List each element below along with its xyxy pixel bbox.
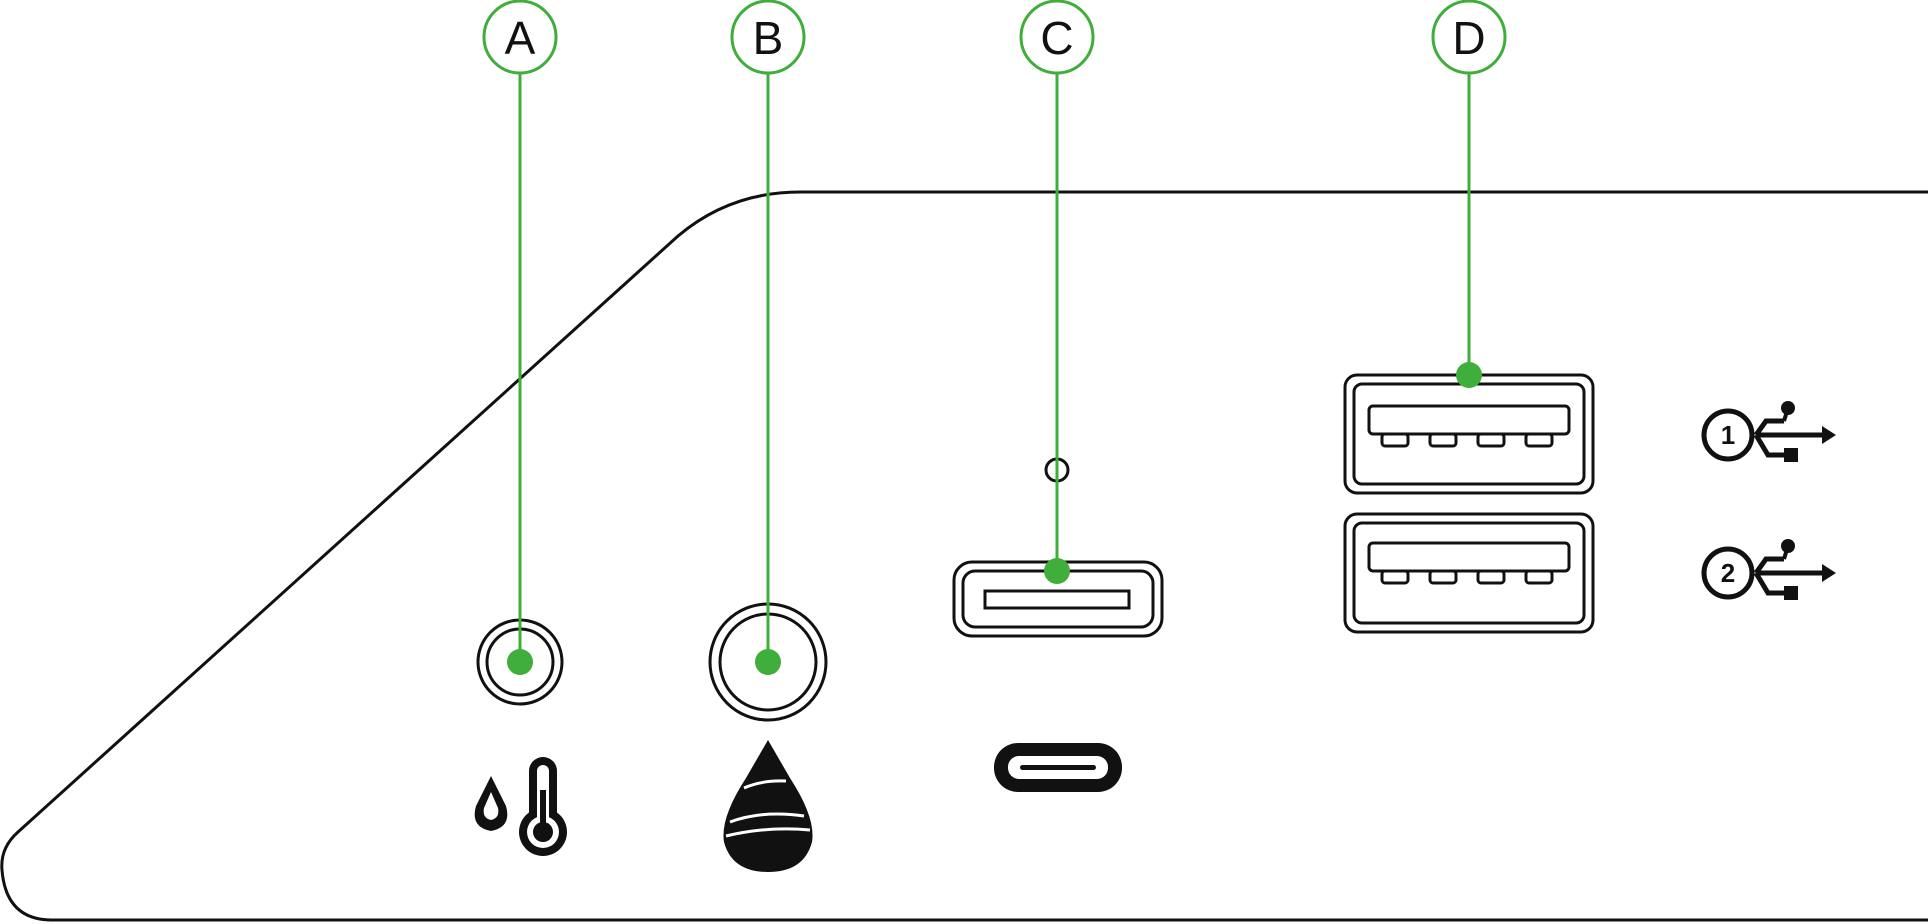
usb-a-port-1 [1343,373,1595,495]
callout-letter-d: D [1452,12,1485,64]
usb-port-label-2: 2 [1701,539,1836,600]
port-number-badge [1701,408,1755,462]
callout-dot-c [1044,558,1070,584]
water-drop-icon [723,740,813,872]
device-body-outline [0,190,1928,922]
callout-letter-b: B [753,12,784,64]
callout-dot-b [755,649,781,675]
callout-dot-a [507,649,533,675]
callout-letter-c: C [1040,12,1073,64]
port-number-2: 2 [1721,558,1735,588]
drop-and-thermometer-icon [474,757,567,856]
callout-dot-d [1456,362,1482,388]
usb-port-label-1: 1 [1701,401,1836,462]
usb-symbol-icon [1753,539,1836,600]
usb-symbol-icon [1753,401,1836,462]
callout-a: A [482,0,558,675]
callout-d: D [1431,0,1507,388]
callout-letter-a: A [505,12,536,64]
usb-a-port-2 [1343,512,1595,634]
usb-c-icon [994,743,1122,792]
port-number-badge [1701,546,1755,600]
callout-b: B [730,0,806,675]
usb-a-port-pair [1343,373,1595,634]
port-number-1: 1 [1721,420,1735,450]
callout-c: C [1019,0,1095,584]
